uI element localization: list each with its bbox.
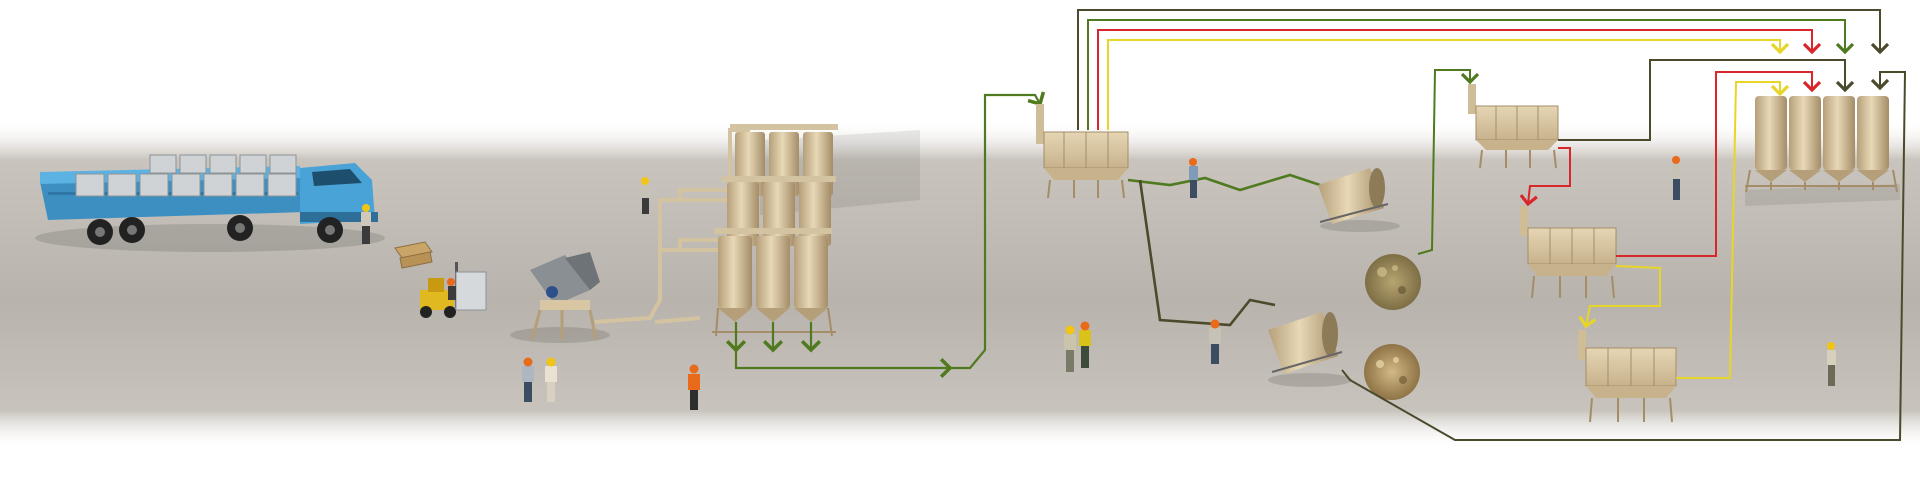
wood-pellet-pile <box>1364 344 1420 400</box>
hopper-unit <box>1520 206 1617 299</box>
hopper-unit <box>1578 330 1677 423</box>
product-silos <box>1745 96 1900 206</box>
bales-on-truck <box>75 154 297 197</box>
green-conveying-line <box>725 91 1046 379</box>
bale-opener <box>510 252 610 343</box>
storage-silos <box>712 124 920 337</box>
rotary-drum-dryer <box>1268 312 1352 387</box>
hopper-unit <box>1468 84 1559 169</box>
worker <box>361 204 371 244</box>
worker <box>1189 158 1198 198</box>
worker <box>641 177 650 214</box>
worker <box>1064 325 1076 372</box>
wood-chip-pile <box>1365 254 1421 310</box>
olive-line <box>1558 59 1855 141</box>
red-return-line <box>1616 71 1822 257</box>
worker <box>688 364 700 410</box>
worker <box>1079 321 1091 368</box>
worker <box>522 357 534 402</box>
return-lines <box>1077 9 1890 130</box>
pallet <box>394 241 433 269</box>
forklift <box>420 262 487 318</box>
rotary-drum-dryer <box>1318 168 1400 232</box>
red-transfer-line <box>1519 147 1571 207</box>
product-lines <box>1341 69 1907 441</box>
flatbed-truck <box>35 154 385 252</box>
worker <box>1672 156 1681 200</box>
dryer-feed-lines <box>1127 173 1321 327</box>
yellow-transfer-line <box>1578 265 1661 329</box>
truck-wheels <box>87 215 343 245</box>
worker <box>1827 342 1836 386</box>
collector-hopper-unit <box>1036 104 1129 199</box>
yellow-return-line <box>1676 81 1790 379</box>
worker <box>545 357 557 402</box>
worker <box>1209 319 1221 364</box>
